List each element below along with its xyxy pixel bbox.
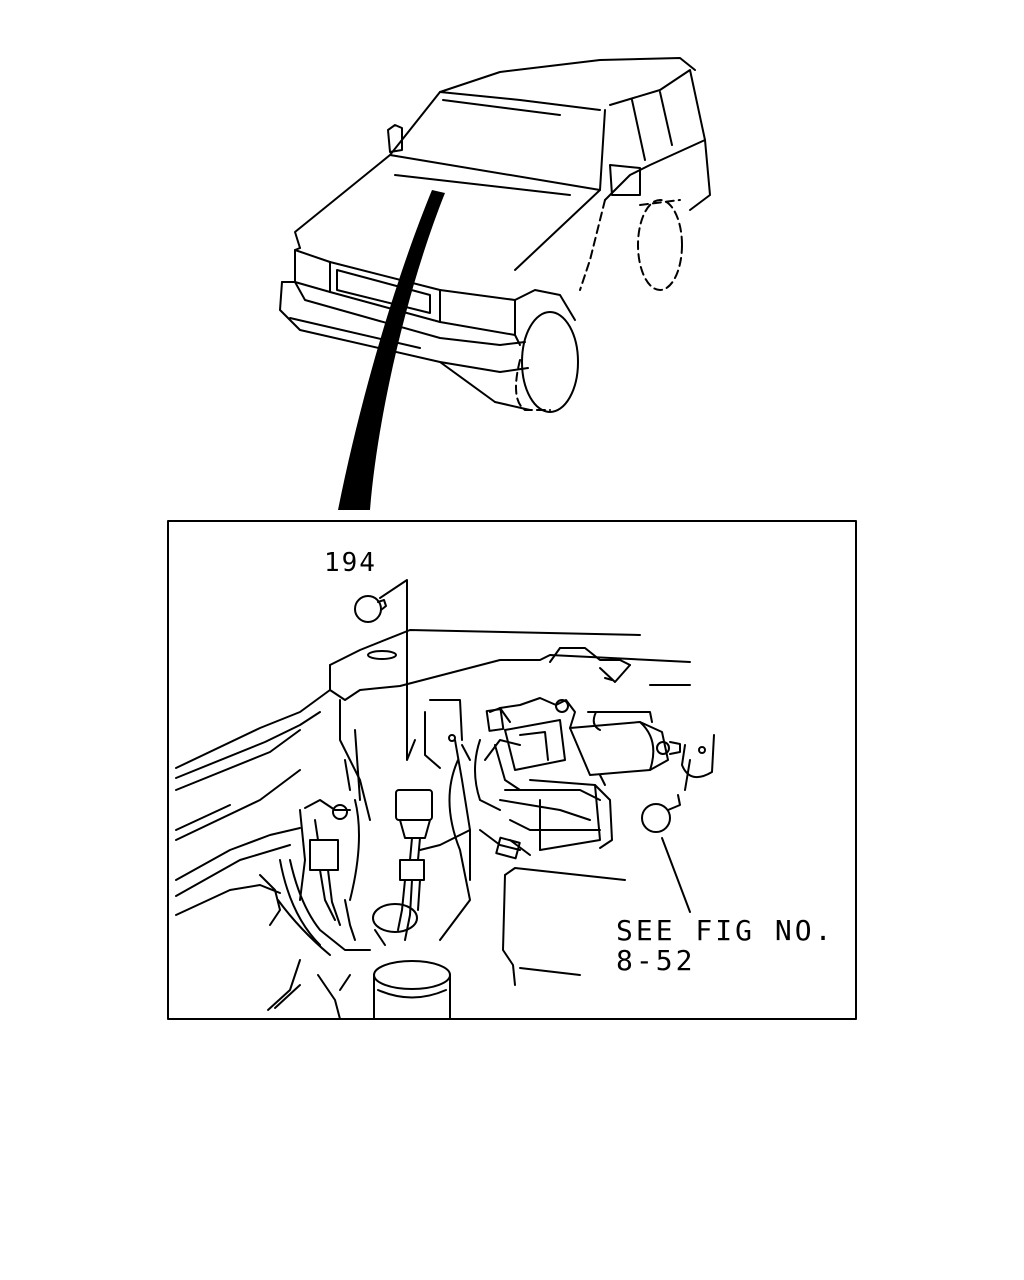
part-number-callout: 194 — [324, 548, 377, 578]
detail-frame — [168, 521, 856, 1019]
see-figure-reference: SEE FIG NO. — [616, 914, 835, 947]
figure-number: 8-52 — [616, 944, 696, 977]
vehicle-illustration — [280, 58, 710, 510]
detail-illustration — [176, 580, 714, 1019]
